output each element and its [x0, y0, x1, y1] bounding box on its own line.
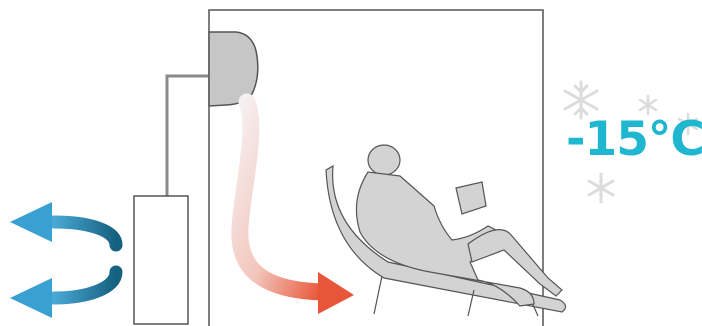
outdoor-air-arrow-icon	[47, 265, 123, 305]
outdoor-temperature-label: -15°C	[566, 112, 702, 167]
outdoor-air-arrow-icon	[10, 202, 52, 242]
warm-air-stream	[231, 93, 331, 301]
room-wall	[208, 9, 544, 326]
warm-air-arrow-icon	[318, 272, 354, 314]
snowflake-icon	[638, 94, 658, 116]
snowflake-icon	[563, 80, 599, 120]
refrigerant-pipe	[165, 74, 209, 196]
snowflake-icon	[677, 112, 699, 136]
indoor-unit-icon	[208, 31, 259, 107]
outdoor-unit-icon	[133, 195, 189, 325]
outdoor-air-arrow-icon	[47, 215, 123, 252]
snowflake-icon	[587, 172, 615, 204]
person-reading-icon	[325, 144, 567, 317]
outdoor-air-arrow-icon	[10, 278, 52, 318]
